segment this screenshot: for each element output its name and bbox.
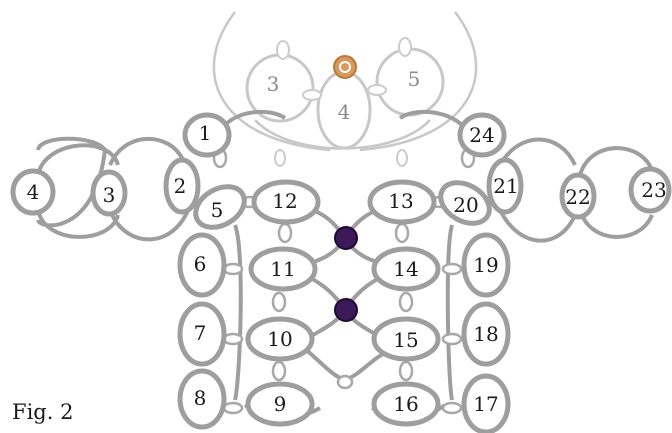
ring-14 xyxy=(371,246,441,292)
picot xyxy=(394,222,410,244)
ring-8-label: 8 xyxy=(194,386,207,410)
left-column-chain xyxy=(233,224,243,401)
ring-11-label: 11 xyxy=(270,257,295,281)
left-big-loop-bottom xyxy=(108,204,192,242)
ring-12 xyxy=(251,179,321,225)
accent-bead-center xyxy=(339,61,351,73)
ring-3-label: 3 xyxy=(103,183,116,207)
ring-20-label: 20 xyxy=(453,193,478,217)
picot xyxy=(271,360,287,382)
ring-10-label: 10 xyxy=(267,327,292,351)
ring-23-label: 23 xyxy=(641,178,666,202)
ring-12-label: 12 xyxy=(272,189,297,213)
chain-24-to-top xyxy=(398,109,464,127)
picot xyxy=(441,332,463,346)
dark-bead xyxy=(334,226,358,250)
accent-bead xyxy=(333,55,357,79)
picot xyxy=(441,401,463,415)
ring-23 xyxy=(628,166,672,214)
top-pico xyxy=(302,89,322,101)
ring-22 xyxy=(559,172,597,220)
ring-8 xyxy=(177,368,227,430)
ring-20 xyxy=(438,180,492,226)
picot xyxy=(441,262,463,276)
ring-9 xyxy=(245,381,315,427)
ring-2-label: 2 xyxy=(174,174,187,198)
figure-caption: Fig. 2 xyxy=(12,400,73,424)
top-ring-5-label: 5 xyxy=(408,67,421,91)
ring-6-label: 6 xyxy=(194,252,207,276)
ring-15 xyxy=(371,316,441,362)
rings xyxy=(10,112,672,433)
picot xyxy=(398,360,414,382)
top-ring-4-label: 4 xyxy=(338,100,351,124)
ring-10 xyxy=(245,316,315,362)
ring-13-label: 13 xyxy=(388,189,413,213)
left-loop-bottom xyxy=(36,209,120,239)
top-arc-left xyxy=(212,11,331,152)
right-loop-bottom xyxy=(498,209,577,243)
ring-15-label: 15 xyxy=(393,328,418,352)
right-outer-loop-top xyxy=(578,146,654,176)
top-pico xyxy=(398,37,412,57)
picot xyxy=(222,332,244,346)
ring-2 xyxy=(163,157,201,215)
top-arc-right xyxy=(359,11,478,152)
picot xyxy=(277,222,293,244)
ring-17 xyxy=(461,373,511,433)
ring-19-label: 19 xyxy=(473,253,498,277)
right-loop-top xyxy=(498,137,577,167)
ring-5-label: 5 xyxy=(211,198,224,222)
ring-16 xyxy=(371,381,441,427)
ring-19 xyxy=(461,232,511,298)
ring-13 xyxy=(367,179,437,225)
right-outer-loop-bottom xyxy=(578,209,654,239)
left-big-loop-top xyxy=(108,136,185,166)
ring-24 xyxy=(457,112,507,158)
picot xyxy=(222,262,244,276)
ring-7-label: 7 xyxy=(194,321,207,345)
top-ring-3-label: 3 xyxy=(267,72,280,96)
ring-4 xyxy=(10,168,56,216)
ring-1-label: 1 xyxy=(199,121,212,145)
ring-1 xyxy=(182,112,232,158)
ring-17-label: 17 xyxy=(473,392,498,416)
picot xyxy=(271,291,287,313)
dark-bead xyxy=(334,298,358,322)
ring-21-label: 21 xyxy=(493,174,518,198)
beads xyxy=(334,226,358,322)
picot xyxy=(398,291,414,313)
ring-3 xyxy=(90,169,128,217)
chains xyxy=(36,109,654,419)
chain-1-to-top xyxy=(223,109,287,127)
ring-24-label: 24 xyxy=(469,123,494,147)
picot xyxy=(222,401,244,415)
ring-9-label: 9 xyxy=(274,392,287,416)
picot xyxy=(336,374,354,390)
ring-22-label: 22 xyxy=(565,185,590,209)
ring-6 xyxy=(177,232,227,298)
ring-21 xyxy=(486,157,524,215)
ring-11 xyxy=(248,246,318,292)
ring-16-label: 16 xyxy=(393,392,418,416)
ring-18-label: 18 xyxy=(473,322,498,346)
ring-5 xyxy=(193,184,247,230)
top-motif: 3 4 5 xyxy=(212,11,478,167)
top-pico xyxy=(276,40,290,60)
ring-4-label: 4 xyxy=(27,180,40,204)
right-column-chain xyxy=(445,224,454,401)
top-pico xyxy=(396,149,408,167)
ring-18 xyxy=(461,301,511,367)
top-pico xyxy=(367,84,387,96)
top-pico xyxy=(274,149,286,167)
ring-14-label: 14 xyxy=(393,257,418,281)
ring-labels: 1 2 3 4 5 6 7 8 9 10 11 12 13 14 15 16 1… xyxy=(27,121,667,416)
ring-7 xyxy=(177,301,227,367)
